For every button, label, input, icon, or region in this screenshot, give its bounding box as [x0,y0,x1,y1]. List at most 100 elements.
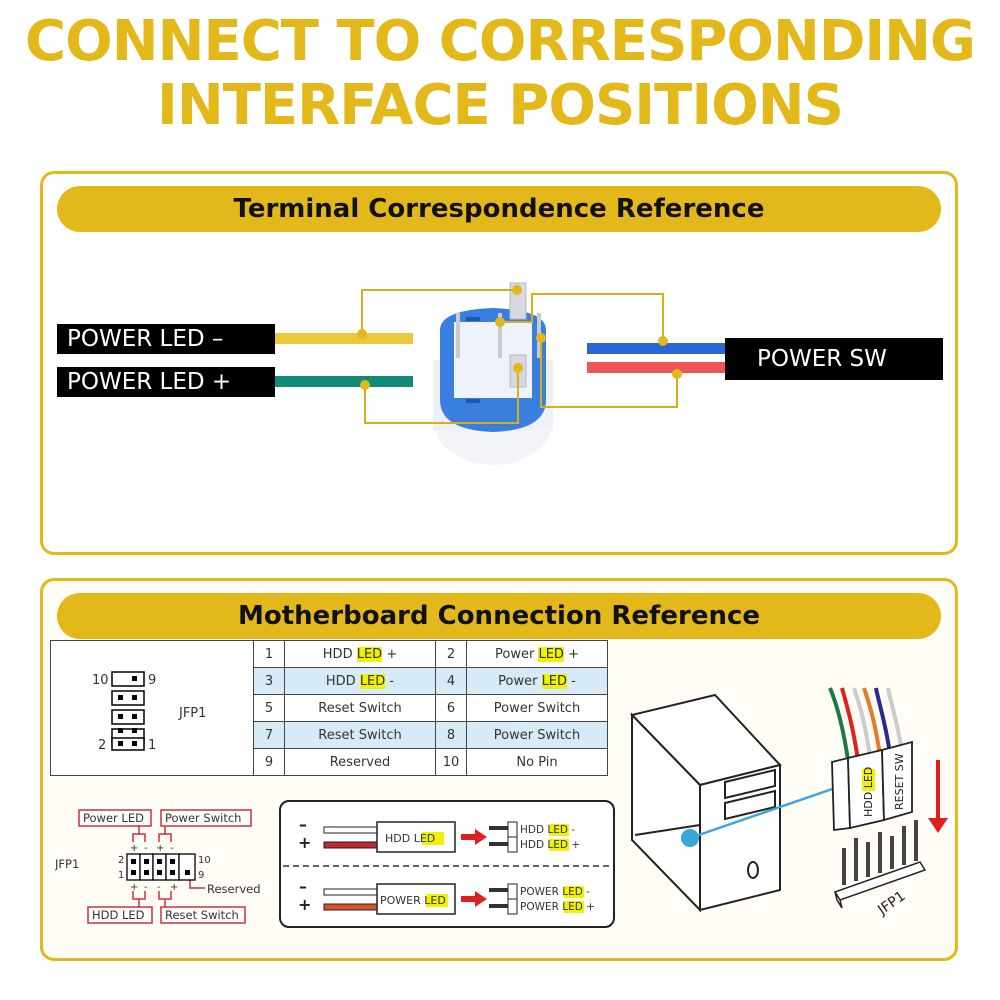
pin-label-highlight: LED [356,646,383,662]
highlight-bg [862,769,875,791]
pin-label-prefix: POWER [520,901,562,913]
pin-number: 10 [435,748,467,776]
dot [672,369,682,379]
pin-label-led: LED [562,886,583,898]
pin-dot [132,714,137,719]
pin-number: 5 [253,694,285,722]
label-reserved: Reserved [207,882,261,896]
bracket [158,833,172,842]
pin-number-9: 9 [148,673,156,688]
plus-sign: + [298,833,311,852]
switch-slot [466,317,480,321]
label-reset-switch: Reset Switch [165,908,239,922]
pin-function: Reset Switch [284,721,436,749]
dot [512,285,522,295]
connector-box-label: HDD LED [385,832,435,845]
highlight-bg [549,839,569,851]
header-pin [489,826,509,830]
jfp1-header-3d [833,861,927,909]
wire-colored [323,841,379,849]
pin-label-plus: HDD LED + [520,839,580,851]
polarity: - [157,882,161,893]
pin-label-suffix: + [568,839,580,851]
label-brackets [132,826,205,907]
header-cell [111,690,145,706]
wire-colored [323,903,379,911]
wire-white [323,826,379,834]
pin-dot [132,695,137,700]
pin-number-2: 2 [98,738,106,753]
pin-label: Power Switch [493,700,581,716]
label-box-hdd-led [87,906,153,924]
page-title-line-2: INTERFACE POSITIONS [157,73,844,138]
pin-num-9: 9 [198,870,204,881]
pin [170,859,175,864]
reset-sw-label: RESET SW [893,753,906,810]
connection-dots [357,285,682,390]
pin-label-suffix: + [382,646,398,662]
pin-function: Reset Switch [284,694,436,722]
pin-dot [132,728,137,733]
pin-label: Reset Switch [318,700,402,716]
jfp1-header-cell [50,640,254,776]
pin-num-2: 2 [118,855,124,866]
polarity: + [170,882,178,893]
highlight-bg [426,894,448,907]
pin-dot [118,728,123,733]
pin [157,870,162,875]
power-button [747,861,759,879]
label-power-led-minus: POWER LED – [57,324,275,354]
jfp1-label: JFP1 [178,706,206,721]
header-col [139,853,154,881]
box-led-highlight: LED [414,832,436,845]
box-prefix: POWER [380,894,424,907]
pin-function: HDD LED - [284,667,436,695]
header-col [152,853,167,881]
hdd-text: HDD [862,788,875,817]
label-power-led-plus: POWER LED + [57,367,275,397]
switch-slot [466,399,480,403]
pin-dot [118,741,123,746]
pin-dot [132,676,137,681]
polarity: + [130,843,138,854]
wire-sw-red [587,362,725,373]
pin [131,859,136,864]
svg-text:HDD LED: HDD LED [862,767,875,817]
connector-box-label: POWER LED [380,894,446,907]
pin-label: Power [495,646,539,662]
header-pins [842,820,918,885]
pin-number: 8 [435,721,467,749]
pin-label-led: LED [547,839,568,851]
led-text: LED [862,767,875,789]
terminal-wiring-diagram [275,282,725,465]
red-arrow [461,891,487,907]
highlight-bg [422,832,444,845]
red-arrow [461,829,487,845]
pin-dot [132,741,137,746]
pin-number: 1 [253,640,285,668]
dot [495,317,505,327]
dot [357,329,367,339]
down-arrow-head [928,818,948,833]
label-box-power-led [78,809,152,827]
pin-number: 6 [435,694,467,722]
jfp1-layout-name: JFP1 [55,857,79,871]
dot [536,333,546,343]
pin-number: 9 [253,748,285,776]
wire-sw-blue [587,343,725,354]
minus-sign: – [299,815,307,834]
block-reset-sw [881,740,913,822]
jfp1-layout-diagram: Power LED Power Switch HDD LED Reset Swi… [55,809,261,924]
pin [170,870,175,875]
pin-function: HDD LED + [284,640,436,668]
highlight-bg [549,824,569,836]
jfp1-3d-label: JFP1 [874,888,908,919]
tower-edge [634,824,701,836]
pin-label: Power Switch [493,727,581,743]
